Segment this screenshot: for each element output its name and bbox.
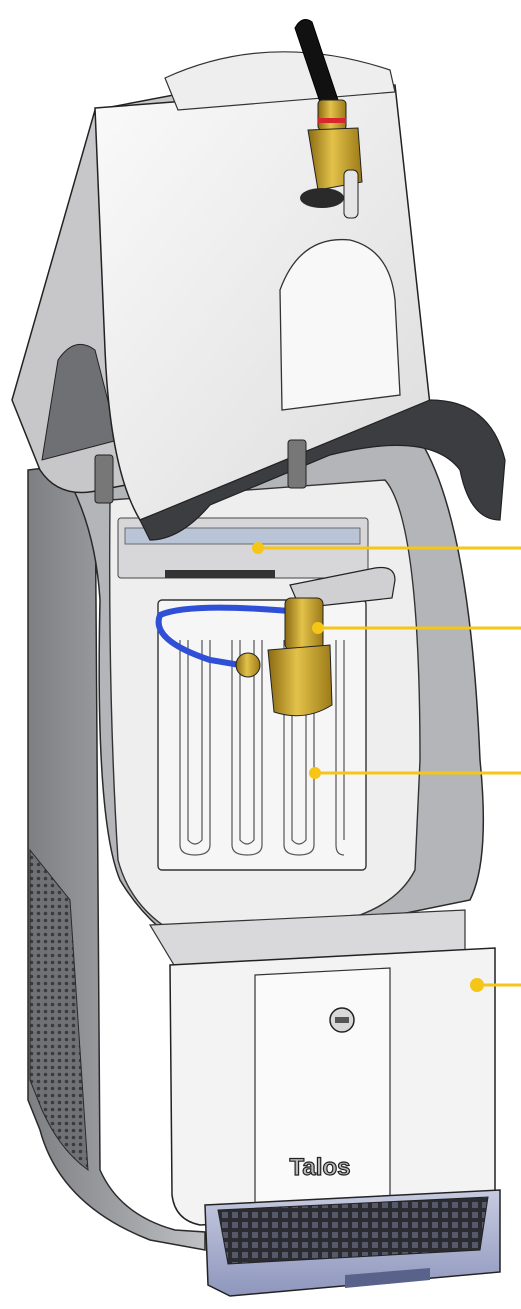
- top-compartment-slot: [124, 527, 361, 545]
- cooling-channels: [179, 640, 345, 856]
- brand-logo: Talos: [290, 1154, 351, 1181]
- ventilation-grille: [29, 848, 89, 1172]
- callouts: [252, 542, 521, 992]
- tap-ring: [318, 118, 346, 123]
- front-panel: Talos: [169, 947, 496, 1226]
- callout-cooling-plate: [309, 767, 521, 779]
- callout-top-compartment: [252, 542, 521, 554]
- drip-tray-grate: [217, 1196, 489, 1265]
- tap-collar: [317, 99, 347, 131]
- tap-handle: [294, 19, 339, 109]
- lid-inner-opening: [41, 343, 119, 461]
- coupler-valve: [235, 652, 261, 678]
- lid-dome: [164, 51, 396, 111]
- coupler-body: [267, 644, 333, 717]
- tap-spout: [343, 169, 359, 219]
- tap-base: [300, 188, 344, 208]
- lock-icon: [329, 1007, 355, 1033]
- drip-tray: [204, 1189, 501, 1297]
- beer-tap: [294, 19, 363, 219]
- hinge-right: [287, 439, 307, 489]
- lid-front-lip: [139, 399, 506, 541]
- drip-tray-handle-cutout: [345, 1268, 430, 1288]
- callout-keg-coupler: [312, 622, 521, 634]
- keg-coupler: [155, 566, 396, 717]
- top-compartment-vent: [165, 570, 275, 578]
- beer-line-hose: [155, 604, 303, 668]
- callout-front-panel: [470, 978, 521, 992]
- hinge-left: [94, 454, 114, 504]
- lid-arch-window: [279, 238, 401, 411]
